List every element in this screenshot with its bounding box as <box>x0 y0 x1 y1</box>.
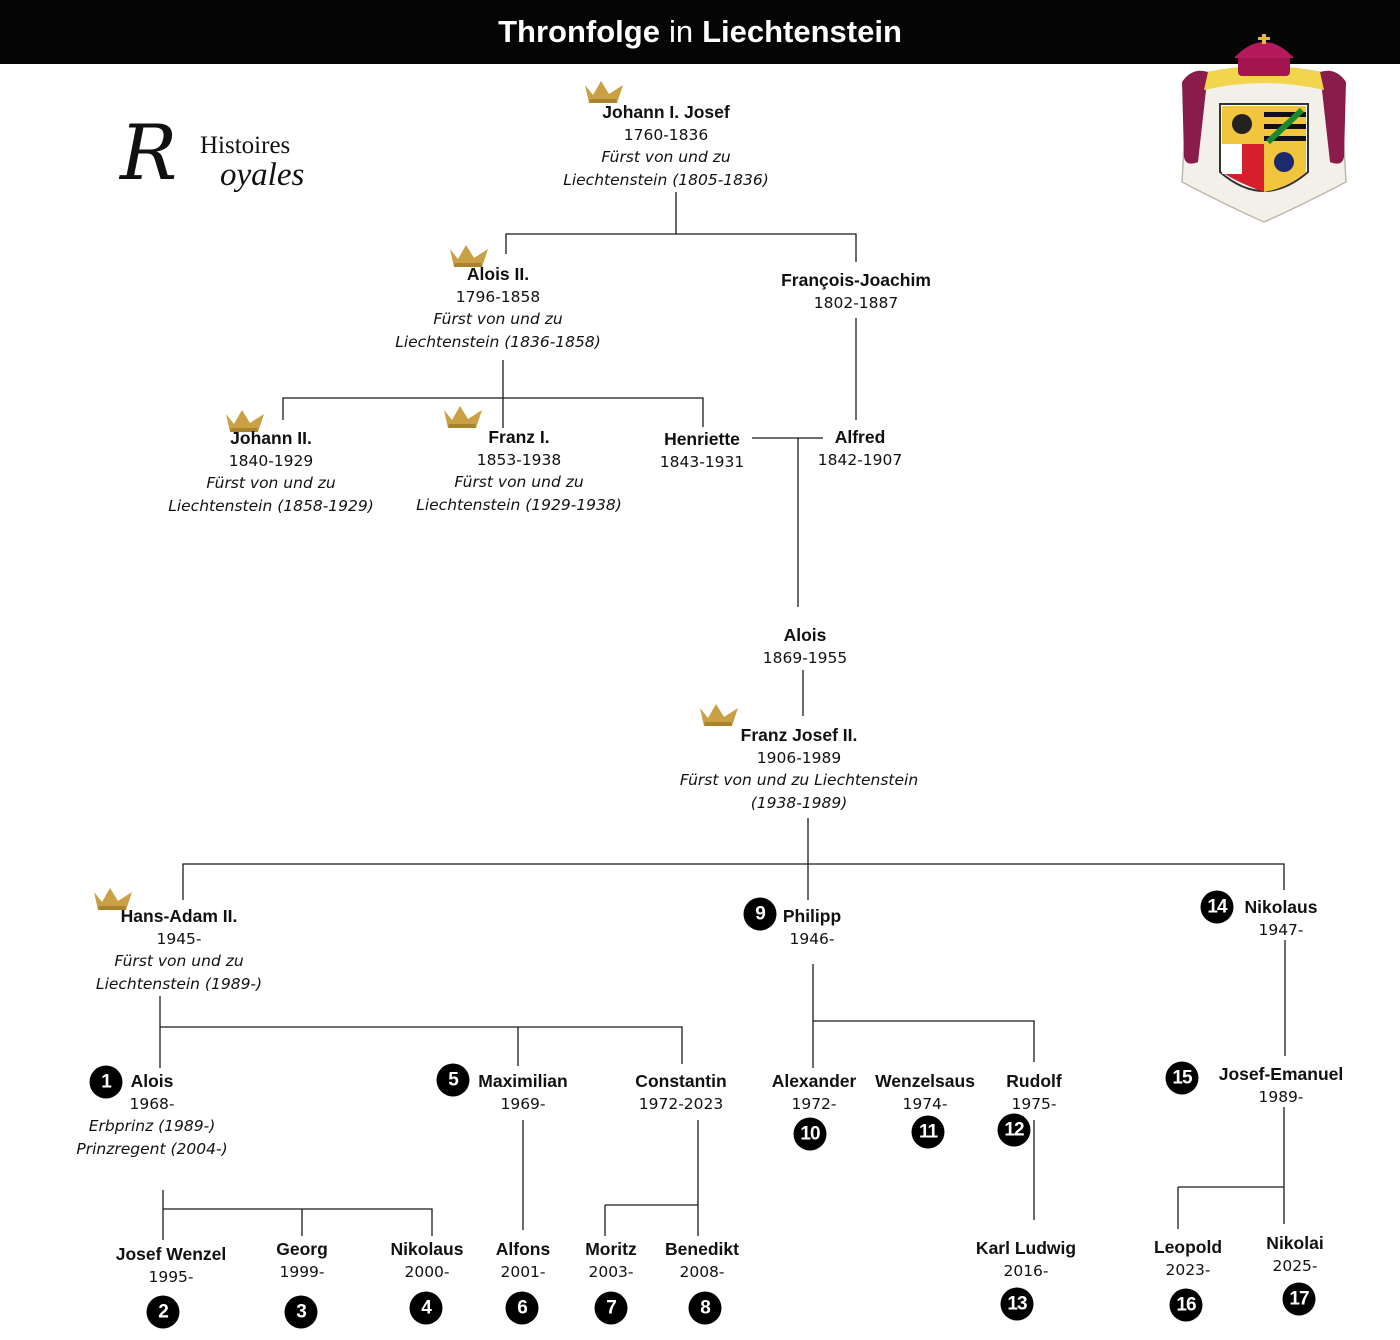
succession-badge-12: 12 <box>997 1113 1031 1147</box>
person-johann-ii: Johann II. 1840-1929 Fürst von und zu Li… <box>168 428 374 515</box>
person-philipp: Philipp 1946- <box>782 906 842 948</box>
person-henriette: Henriette 1843-1931 <box>659 429 745 471</box>
title-part-3: Liechtenstein <box>702 14 902 49</box>
histoires-royales-logo: R Histoires oyales <box>120 108 305 197</box>
succession-badge-9: 9 <box>743 897 777 931</box>
succession-badge-2: 2 <box>146 1295 180 1329</box>
person-josef-wenzel: Josef Wenzel 1995- <box>115 1244 227 1286</box>
succession-badge-8: 8 <box>688 1291 722 1325</box>
succession-badge-6: 6 <box>505 1291 539 1325</box>
person-constantin: Constantin 1972-2023 <box>635 1071 727 1113</box>
person-alfons: Alfons 2001- <box>495 1239 551 1281</box>
person-maximilian: Maximilian 1969- <box>478 1071 568 1113</box>
person-karl-ludwig: Karl Ludwig 2016- <box>975 1238 1077 1280</box>
succession-badge-11: 11 <box>911 1115 945 1149</box>
person-leopold: Leopold 2023- <box>1153 1237 1223 1279</box>
title-bar: Thronfolge in Liechtenstein <box>0 0 1400 64</box>
person-franz-i: Franz I. 1853-1938 Fürst von und zu Liec… <box>416 427 622 514</box>
person-moritz: Moritz 2003- <box>585 1239 637 1281</box>
succession-badge-15: 15 <box>1165 1061 1199 1095</box>
crown-icon <box>226 410 264 432</box>
person-georg: Georg 1999- <box>276 1239 328 1281</box>
crown-icon <box>450 245 488 267</box>
coat-of-arms-icon <box>1181 34 1347 223</box>
crown-icon <box>444 406 482 428</box>
person-hans-adam-ii: Hans-Adam II. 1945- Fürst von und zu Lie… <box>95 906 263 993</box>
crown-icon <box>585 81 623 103</box>
person-francois-joachim: François-Joachim 1802-1887 <box>781 270 931 312</box>
succession-badge-10: 10 <box>793 1117 827 1151</box>
person-alois-1968: Alois 1968- Erbprinz (1989-) Prinzregent… <box>76 1071 228 1158</box>
succession-badge-7: 7 <box>594 1291 628 1325</box>
succession-badge-5: 5 <box>436 1063 470 1097</box>
person-wenzelsaus: Wenzelsaus 1974- <box>875 1071 975 1113</box>
title-part-2: in <box>668 14 694 49</box>
person-nikolai: Nikolai 2025- <box>1266 1233 1324 1275</box>
succession-badge-3: 3 <box>284 1295 318 1329</box>
person-rudolf: Rudolf 1975- <box>1006 1071 1062 1113</box>
crown-icon <box>94 888 132 910</box>
succession-badge-13: 13 <box>1000 1287 1034 1321</box>
person-alois-1869: Alois 1869-1955 <box>762 625 848 667</box>
succession-badge-1: 1 <box>89 1065 123 1099</box>
person-josef-emanuel: Josef-Emanuel 1989- <box>1218 1064 1344 1106</box>
person-alfred: Alfred 1842-1907 <box>817 427 903 469</box>
succession-badge-4: 4 <box>409 1291 443 1325</box>
person-nikolaus-1947: Nikolaus 1947- <box>1244 897 1318 939</box>
succession-badge-17: 17 <box>1282 1282 1316 1316</box>
crown-icon <box>700 704 738 726</box>
person-franz-josef-ii: Franz Josef II. 1906-1989 Fürst von und … <box>679 725 919 812</box>
person-nikolaus-2000: Nikolaus 2000- <box>390 1239 464 1281</box>
succession-badge-16: 16 <box>1169 1288 1203 1322</box>
title-part-1: Thronfolge <box>498 14 660 49</box>
person-alois-ii: Alois II. 1796-1858 Fürst von und zu Lie… <box>395 264 601 351</box>
person-alexander: Alexander 1972- <box>771 1071 857 1113</box>
succession-badge-14: 14 <box>1200 890 1234 924</box>
person-johann-i-josef: Johann I. Josef 1760-1836 Fürst von und … <box>563 102 769 189</box>
person-benedikt: Benedikt 2008- <box>665 1239 739 1281</box>
